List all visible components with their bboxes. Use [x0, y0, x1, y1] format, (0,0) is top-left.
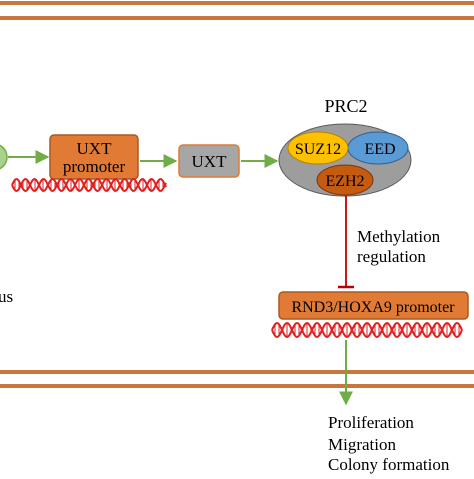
uxt-label: UXT — [192, 152, 228, 171]
regulation-label: regulation — [357, 247, 426, 266]
dna-helix-uxt — [11, 178, 167, 192]
target-promoter-label: RND3/HOXA9 promoter — [291, 299, 455, 316]
uxt-box — [178, 144, 240, 178]
dna-helix-target — [271, 321, 463, 339]
outcome-migration: Migration — [328, 435, 396, 454]
ezh2-subunit — [316, 164, 374, 196]
prc2-title: PRC2 — [324, 96, 367, 116]
suz12-subunit — [287, 131, 349, 165]
uxt-promoter-box — [49, 134, 139, 180]
methylation-label: Methylation — [357, 227, 441, 246]
left-green-node — [0, 144, 8, 170]
eed-label: EED — [364, 141, 395, 158]
dna-strand — [11, 178, 167, 192]
target-promoter-box — [278, 291, 469, 320]
suz12-label: SUZ12 — [295, 141, 341, 158]
left-edge-text: us — [0, 287, 13, 306]
outcome-colony-formation: Colony formation — [328, 455, 450, 474]
dna-strand — [11, 178, 167, 192]
outcome-proliferation: Proliferation — [328, 413, 414, 432]
ezh2-label: EZH2 — [325, 173, 364, 190]
